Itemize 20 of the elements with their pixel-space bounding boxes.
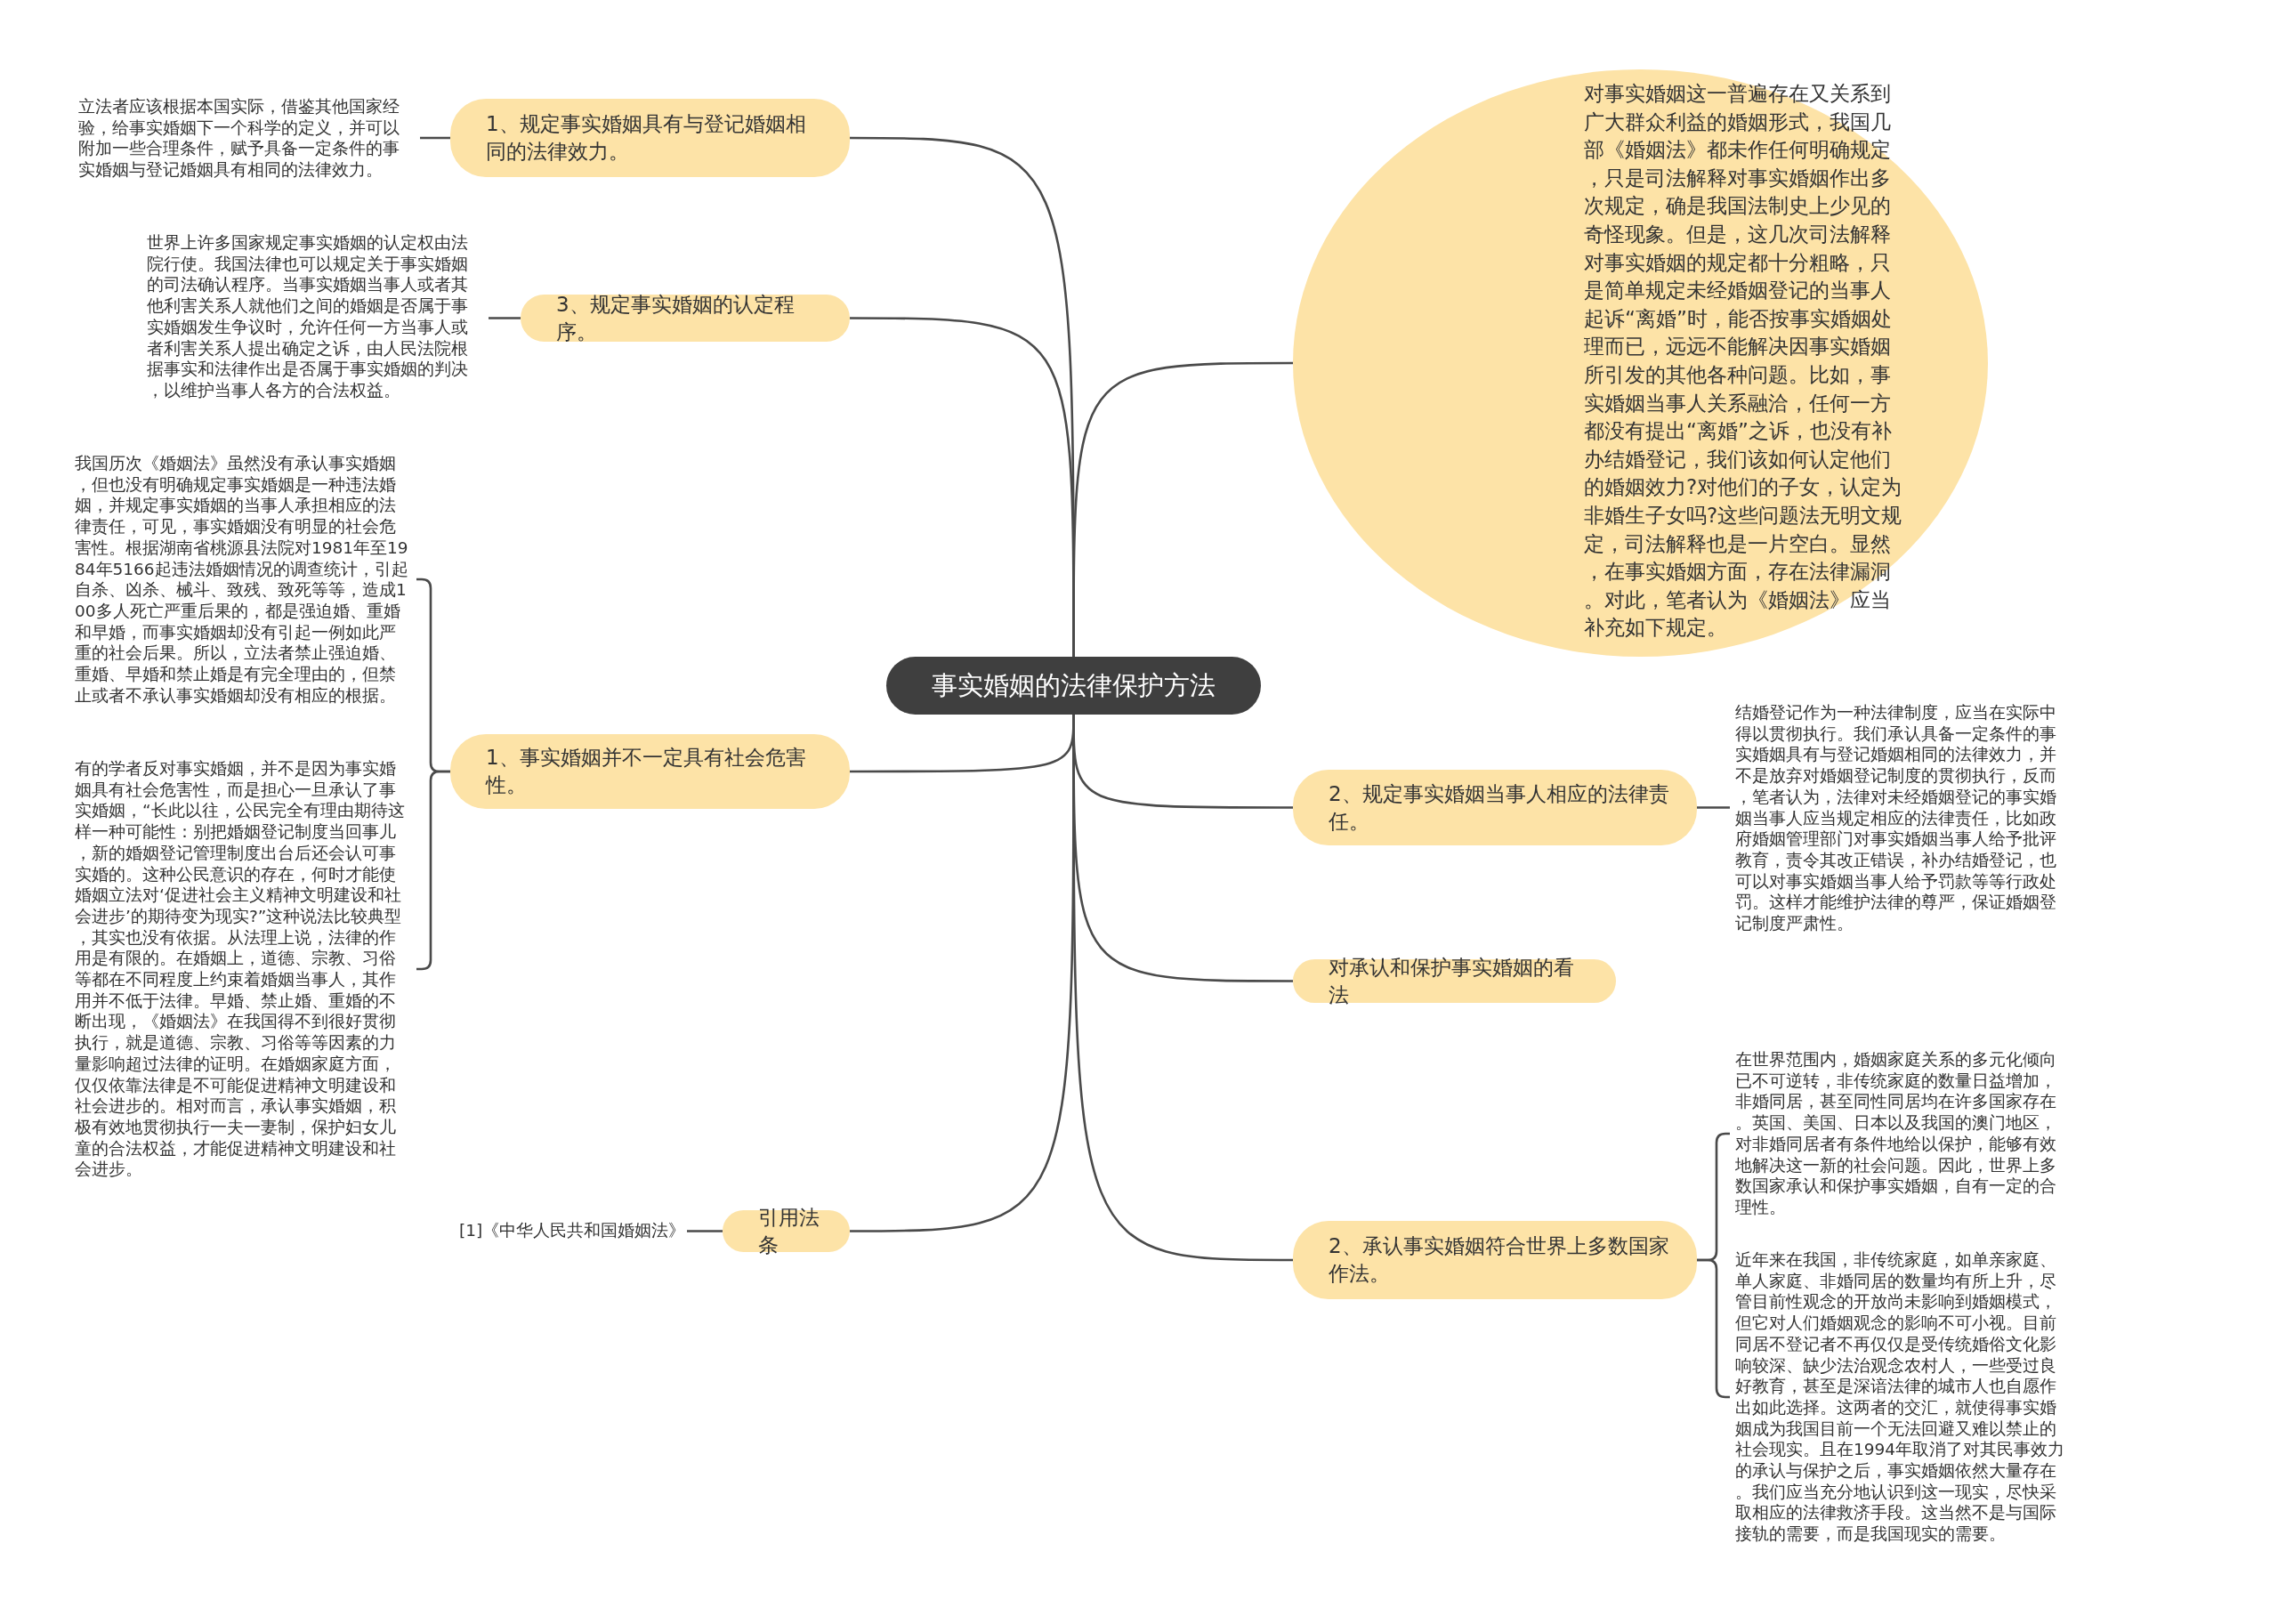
connector-line <box>687 1230 723 1232</box>
reference-text: [1]《中华人民共和国婚姻法》 <box>459 1219 682 1242</box>
connector-line <box>420 136 450 140</box>
note-text: 近年来在我国，非传统家庭，如单亲家庭、单人家庭、非婚同居的数量均有所上升，尽管目前性观念的开放尚未影响到婚姻模式，但它对人们婚姻观念的影响不可小视。目前同居不登记者不再仅仅是受传统婚俗文化影响较深、缺少法治观念农村人，一些受过良好教育，甚至是深谙法律的城市人也自愿作出如此选择。这两者的交汇，就使得事实婚姻成为我国目前一个无法回避又难以禁止的社会现实。且在1994年取消了对其民事效力的承认与保护之后，事实婚姻依然大量存在。我们应当充分地认识到这一现实，尽快采取相应的法律救济手段。这当然不是与国际接轨的需要，而是我国现实的需要。 <box>1735 1249 2072 1545</box>
topic-text: 对事实婚姻这一普遍存在又关系到广大群众利益的婚姻形式，我国几部《婚姻法》都未作任何明确规定，只是司法解释对事实婚姻作出多次规定，确是我国法制史上少见的奇怪现象。但是，这几次司法解释对事实婚姻的规定都十分粗略，只是简单规定未经婚姻登记的当事人起诉“离婚”时，能否按事实婚姻处理而已，远远不能解决因事实婚姻所引发的其他各种问题。比如，事实婚姻当事人关系融洽，任何一方都没有提出“离婚”之诉，也没有补办结婚登记，我们该如何认定他们的婚姻效力?对他们的子女，认定为非婚生子女吗?这些问题法无明文规定，司法解释也是一片空白。显然，在事实婚姻方面，存在法律漏洞。对此，笔者认为《婚姻法》应当补充如下规定。 <box>1584 81 1903 642</box>
connector-line <box>1697 806 1730 809</box>
note-text: 世界上许多国家规定事实婚姻的认定权由法院行使。我国法律也可以规定关于事实婚姻的司法确认程序。当事实婚姻当事人或者其他利害关系人就他们之间的婚姻是否属于事实婚姻发生争议时，允许任何一方当事人或者利害关系人提出确定之诉，由人民法院根据事实和法律作出是否属于事实婚姻的判决，以维护当事人各方的合法权益。 <box>147 232 483 401</box>
connector-line <box>489 317 521 319</box>
note-text: 我国历次《婚姻法》虽然没有承认事实婚姻，但也没有明确规定事实婚姻是一种违法婚姻，并规定事实婚姻的当事人承担相应的法律责任，可见，事实婚姻没有明显的社会危害性。根据湖南省桃源县法院对1981年至1984年5166起违法婚姻情况的调查统计，引起自杀、凶杀、械斗、致残、致死等等，造成100多人死亡严重后果的，都是强迫婚、重婚和早婚，而事实婚姻却没有引起一例如此严重的社会后果。所以，立法者禁止强迫婚、重婚、早婚和禁止婚是有完全理由的，但禁止或者不承认事实婚姻却没有相应的根据。 <box>75 453 411 707</box>
topic-box: 2、规定事实婚姻当事人相应的法律责任。 <box>1293 770 1697 845</box>
topic-box: 1、事实婚姻并不一定具有社会危害性。 <box>450 734 850 809</box>
connector-line <box>1072 361 1293 657</box>
topic-box: 3、规定事实婚姻的认定程序。 <box>521 295 850 342</box>
note-text: 结婚登记作为一种法律制度，应当在实际中得以贯彻执行。我们承认具备一定条件的事实婚姻具有与登记婚姻相同的法律效力，并不是放弃对婚姻登记制度的贯彻执行，反而，笔者认为，法律对未经婚姻登记的事实婚姻当事人应当规定相应的法律责任，比如政府婚姻管理部门对事实婚姻当事人给予批评教育，责令其改正错误，补办结婚登记，也可以对事实婚姻当事人给予罚款等等行政处罚。这样才能维护法律的尊严，保证婚姻登记制度严肃性。 <box>1735 702 2072 934</box>
topic-box: 2、承认事实婚姻符合世界上多数国家作法。 <box>1293 1221 1697 1299</box>
root-topic-box: 事实婚姻的法律保护方法 <box>886 657 1261 715</box>
topic-box: 1、规定事实婚姻具有与登记婚姻相同的法律效力。 <box>450 99 850 177</box>
note-text: 立法者应该根据本国实际，借鉴其他国家经验，给事实婚姻下一个科学的定义，并可以附加一些合理条件，赋予具备一定条件的事实婚姻与登记婚姻具有相同的法律效力。 <box>78 96 415 181</box>
note-text: 有的学者反对事实婚姻，并不是因为事实婚姻具有社会危害性，而是担心一旦承认了事实婚姻，“长此以往，公民完全有理由期待这样一种可能性：别把婚姻登记制度当回事儿，新的婚姻登记管理制度出台后还会认可事实婚的。这种公民意识的存在，何时才能使婚姻立法对‘促进社会主义精神文明建设和社会进步’的期待变为现实?”这种说法比较典型，其实也没有依据。从法理上说，法律的作用是有限的。在婚姻上，道德、宗教、习俗等都在不同程度上约束着婚姻当事人，其作用并不低于法律。早婚、禁止婚、重婚的不断出现，《婚姻法》在我国得不到很好贯彻执行，就是道德、宗教、习俗等等因素的力量影响超过法律的证明。在婚姻家庭方面，仅仅依靠法律是不可能促进精神文明建设和社会进步的。相对而言，承认事实婚姻，积极有效地贯彻执行一夫一妻制，保护妇女儿童的合法权益，才能促进精神文明建设和社会进步。 <box>75 758 411 1181</box>
note-text: 在世界范围内，婚姻家庭关系的多元化倾向已不可逆转，非传统家庭的数量日益增加，非婚同居，甚至同性同居均在许多国家存在。英国、美国、日本以及我国的澳门地区，对非婚同居者有条件地给以保护，能够有效地解决这一新的社会问题。因此，世界上多数国家承认和保护事实婚姻，自有一定的合理性。 <box>1735 1049 2072 1218</box>
